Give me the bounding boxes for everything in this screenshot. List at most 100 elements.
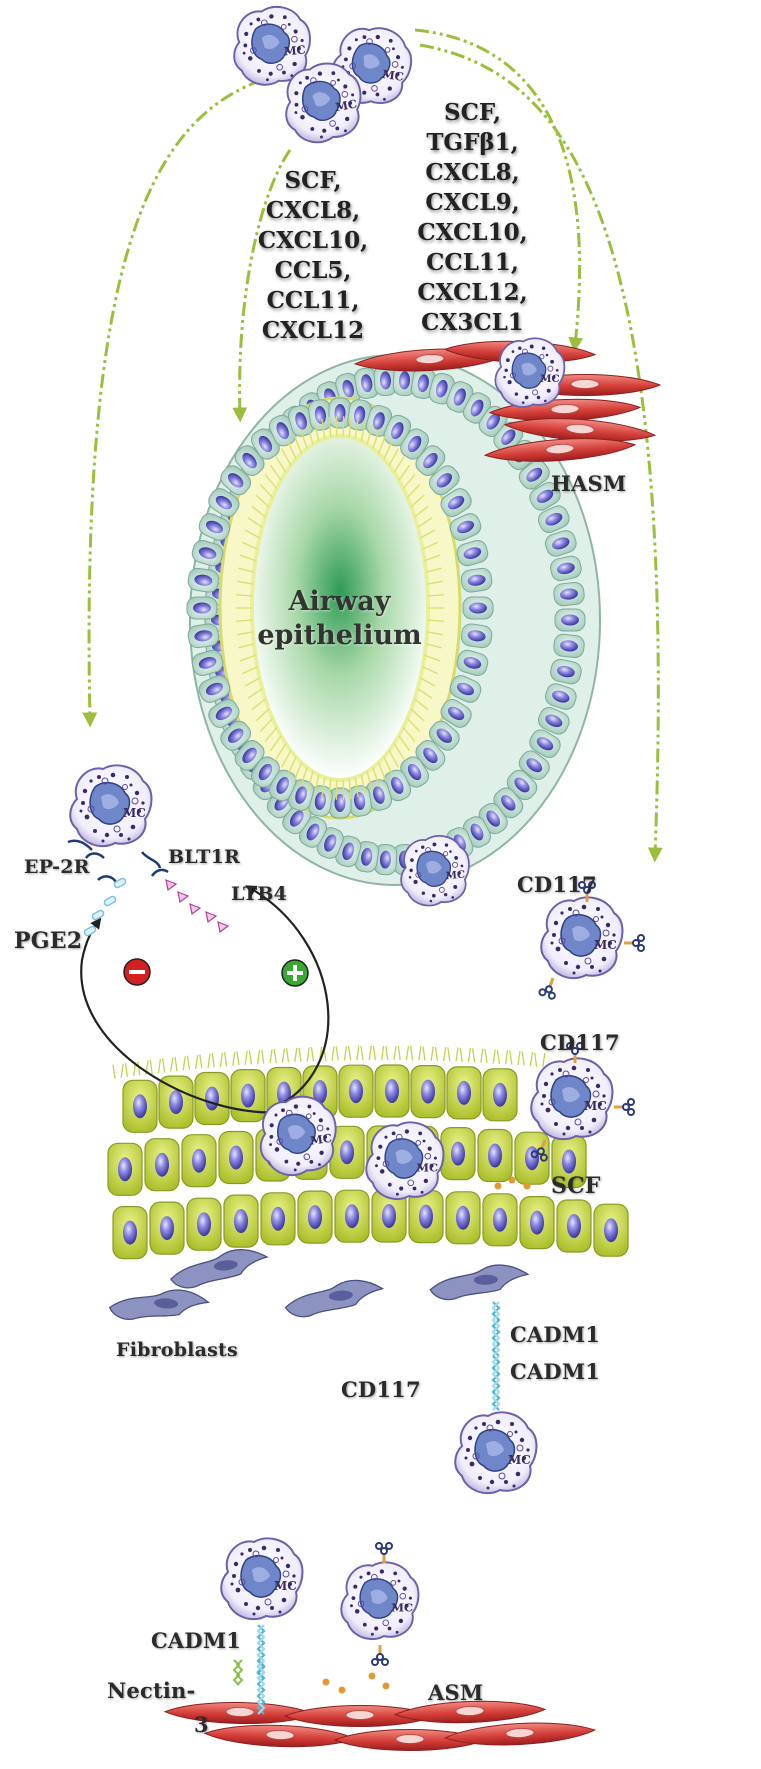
epithelial-cell [441, 1128, 475, 1180]
mast-cell-label: MC [283, 43, 306, 59]
epithelial-cell [557, 1200, 591, 1252]
epithelial-cell [224, 1195, 258, 1247]
right-mediator-7: CXCL12, [405, 278, 540, 308]
epithelial-cell [219, 1132, 253, 1184]
mast-cell-asm-left: MC [221, 1538, 302, 1619]
epithelial-cell [298, 1191, 332, 1243]
mast-cell-label: MC [584, 1099, 607, 1113]
epithelial-cell [145, 1139, 179, 1191]
asm-muscle-bundle [165, 1699, 596, 1751]
cd117-receptor [614, 1099, 634, 1115]
mast-cell-label: MC [594, 938, 617, 952]
airway-label-line2: epithelium [252, 619, 427, 653]
airway-label-line1: Airway [252, 585, 427, 619]
mast-cell-label: MC [381, 67, 404, 84]
mast-cell-asm-center: MC [341, 1562, 418, 1639]
mast-cell-label: MC [309, 1131, 332, 1148]
mast-cell-left: MC [70, 765, 151, 846]
pge2-label: PGE2 [14, 928, 82, 954]
epithelial-cell [447, 1067, 481, 1119]
airway-inner-cell [187, 597, 217, 619]
epithelial-cell [483, 1194, 517, 1246]
epithelial-cell [446, 1192, 480, 1244]
blt1-receptor [142, 852, 168, 876]
epithelial-cell [261, 1193, 295, 1245]
airway-epithelium-label: Airway epithelium [252, 585, 427, 653]
right-mediator-list: SCF, TGFβ1, CXCL8, CXCL9, CXCL10, CCL11,… [405, 98, 540, 338]
left-mediator-4: CCL5, [253, 256, 373, 286]
cadm1-adhesion-fibroblast [493, 1302, 499, 1410]
scf-label: SCF [551, 1173, 601, 1199]
pge2-molecules [83, 877, 126, 936]
right-mediator-1: SCF, [405, 98, 540, 128]
cd117-receptor [624, 935, 644, 951]
epithelial-cell [375, 1065, 409, 1117]
right-mediator-2: TGFβ1, [405, 128, 540, 158]
left-mediator-5: CCL11, [253, 286, 373, 316]
cadm1-label-1: CADM1 [510, 1322, 600, 1347]
cadm1-label-3: CADM1 [151, 1628, 241, 1653]
airway-outer-cell [553, 582, 585, 607]
ep2r-label: EP-2R [24, 856, 90, 878]
fibroblasts-label: Fibroblasts [116, 1339, 238, 1361]
cd117-label-2: CD117 [540, 1030, 620, 1055]
left-mediator-3: CXCL10, [253, 226, 373, 256]
epithelial-cell [108, 1143, 142, 1195]
mast-cell-label: MC [274, 1579, 297, 1593]
mast-cell-label: MC [416, 1160, 438, 1174]
epithelial-cell [594, 1204, 628, 1256]
mast-cell-epithelium-2: MC [366, 1122, 443, 1199]
epithelial-cell [187, 1198, 221, 1250]
hasm-label: HASM [551, 471, 626, 496]
mast-cell-cd117-1: MC [541, 897, 622, 978]
cadm1-label-2: CADM1 [510, 1359, 600, 1384]
epithelial-cell [411, 1066, 445, 1118]
left-mediator-list: SCF, CXCL8, CXCL10, CCL5, CCL11, CXCL12 [253, 166, 373, 346]
epithelial-cell [409, 1191, 443, 1243]
cd117-receptor [539, 975, 561, 999]
right-mediator-5: CXCL10, [405, 218, 540, 248]
ltb4-molecules [166, 880, 228, 932]
cd117-label-1: CD117 [517, 872, 597, 897]
inhibit-sign [124, 959, 150, 985]
nectin-label-suffix: 3 [194, 1712, 209, 1737]
right-mediator-3: CXCL8, [405, 158, 540, 188]
left-mediator-1: SCF, [253, 166, 373, 196]
airway-outer-cell [555, 609, 585, 631]
cd117-receptor [372, 1645, 388, 1665]
nectin3-molecule [234, 1660, 242, 1685]
epithelial-cell [113, 1207, 147, 1259]
mast-cell-fibroblast: MC [455, 1412, 536, 1493]
mast-cell-hasm: MC [495, 338, 564, 407]
promote-sign [282, 960, 308, 986]
epithelial-cell [335, 1190, 369, 1242]
mast-cell-label: MC [445, 869, 465, 883]
ltb4-label: LTB4 [231, 883, 287, 905]
asm-label: ASM [428, 1680, 483, 1705]
cd117-label-3: CD117 [341, 1377, 421, 1402]
left-mediator-2: CXCL8, [253, 196, 373, 226]
epithelial-cell [231, 1070, 265, 1122]
fibroblasts [109, 1247, 529, 1325]
mast-cell-label: MC [123, 806, 146, 820]
airway-outer-cell [553, 633, 585, 658]
right-mediator-8: CX3CL1 [405, 308, 540, 338]
mast-cell-label: MC [540, 373, 559, 385]
epithelial-cell [520, 1197, 554, 1249]
epithelial-cell [150, 1202, 184, 1254]
epithelial-cell [478, 1130, 512, 1182]
right-mediator-4: CXCL9, [405, 188, 540, 218]
epithelial-cell [339, 1065, 373, 1117]
cd117-receptor [376, 1543, 392, 1563]
airway-inner-cell [463, 597, 493, 619]
left-mediator-6: CXCL12 [253, 316, 373, 346]
blt1r-label: BLT1R [168, 846, 240, 868]
cadm1-adhesion-asm [258, 1625, 264, 1714]
mast-cell-label: MC [391, 1600, 413, 1614]
mast-cell-label: MC [508, 1453, 531, 1467]
right-mediator-6: CCL11, [405, 248, 540, 278]
epithelial-cell [182, 1135, 216, 1187]
mast-cell-cd117-2: MC [531, 1058, 612, 1139]
